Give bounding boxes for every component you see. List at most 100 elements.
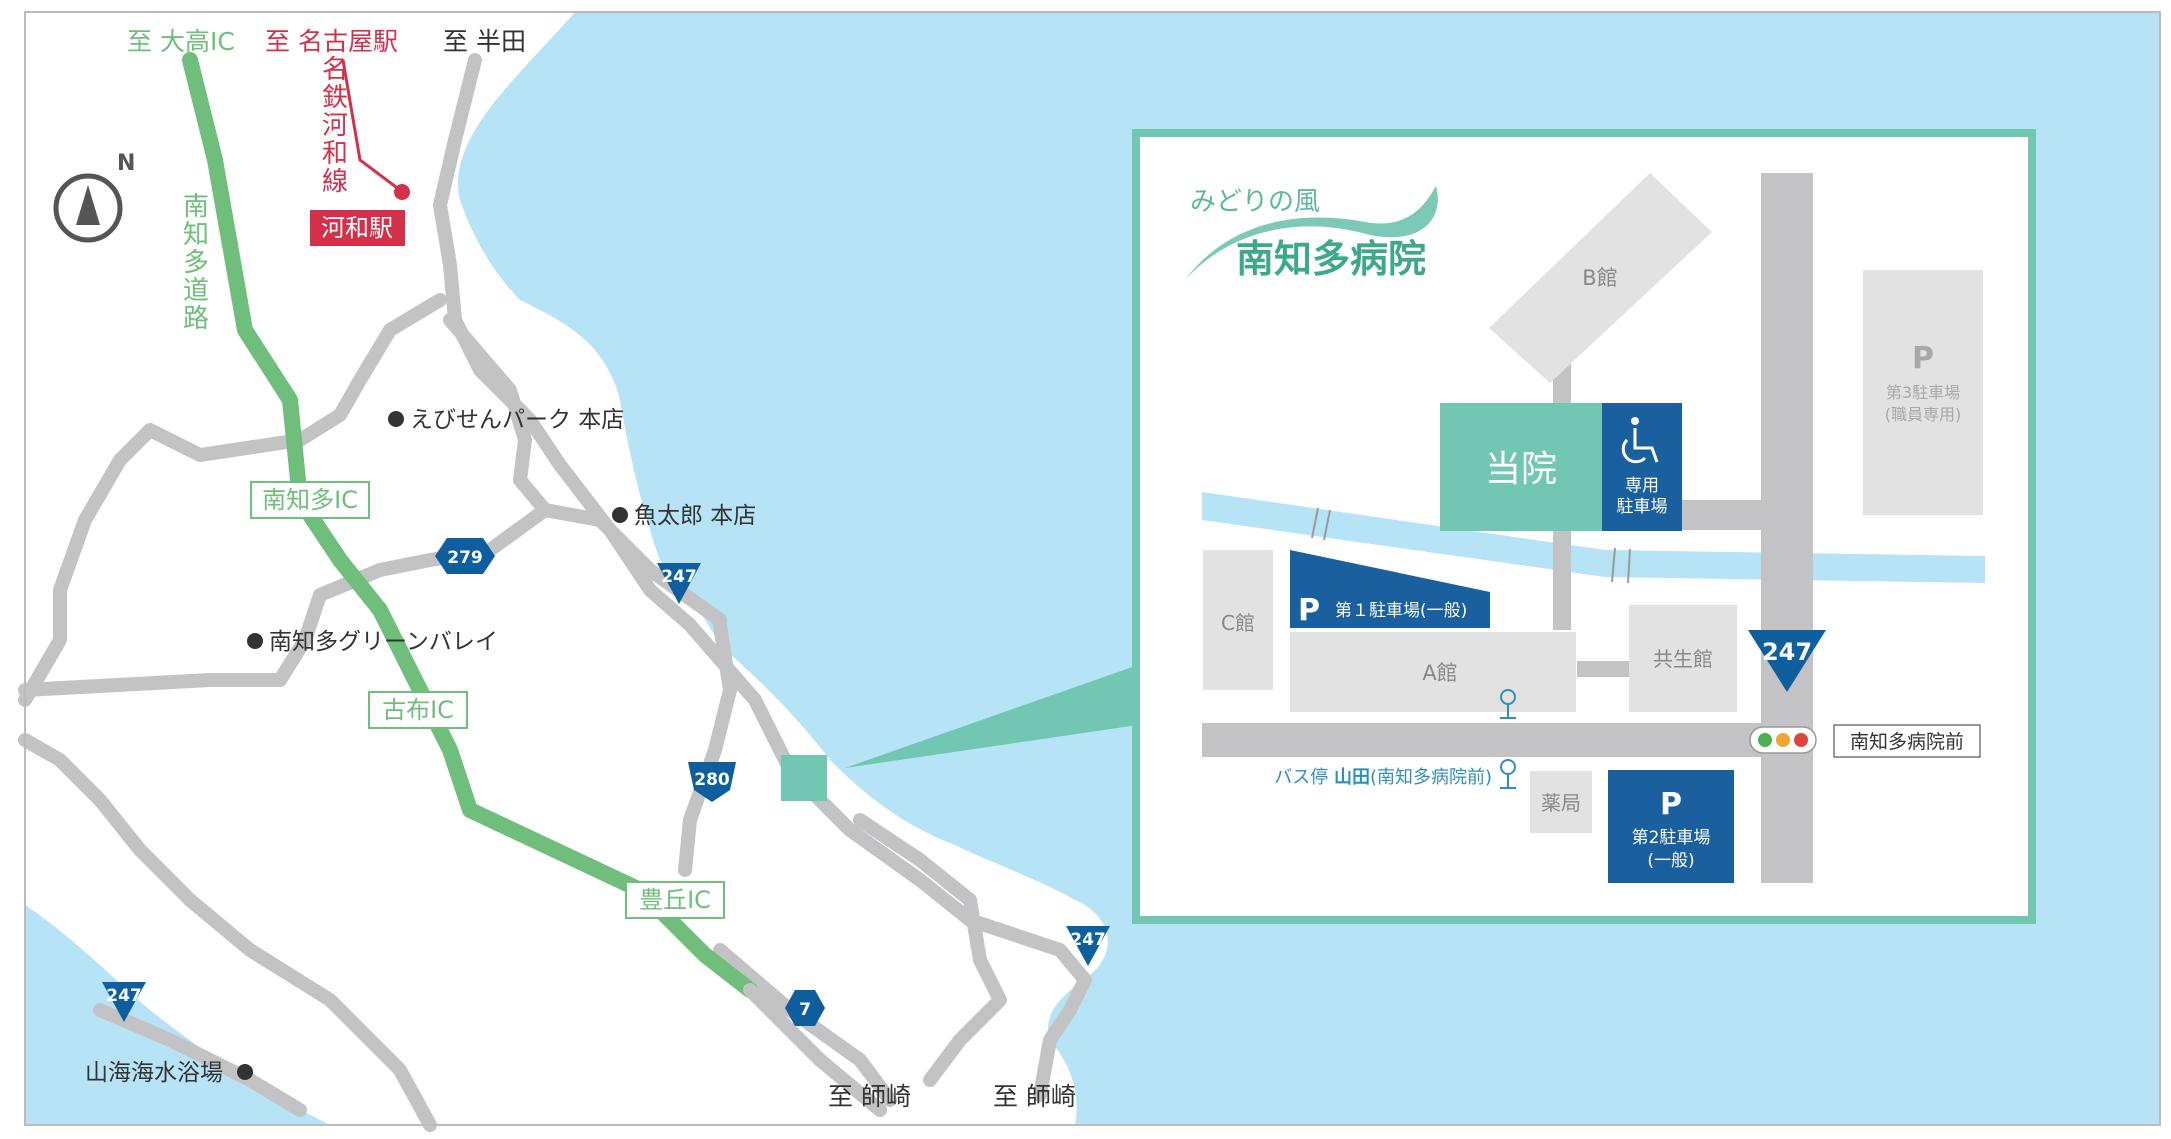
route-number: 7 xyxy=(799,1000,811,1020)
to-otaka-label: 至 大高IC xyxy=(127,27,235,56)
bus-stop-label: バス停 山田(南知多病院前) xyxy=(1274,767,1492,788)
to-nagoya-label: 至 名古屋駅 xyxy=(265,27,398,56)
bus-stop-icon xyxy=(1500,689,1516,719)
building-a xyxy=(1290,632,1576,712)
map-border xyxy=(24,11,2161,1126)
bus-stop-suffix: (南知多病院前) xyxy=(1370,767,1492,788)
parking-3-label: 第3駐車場 xyxy=(1886,383,1960,402)
bus-stop-icon xyxy=(1500,759,1516,789)
railway-name-char: 名 xyxy=(322,55,348,85)
ic-label-toyooka: 豊丘IC xyxy=(639,886,711,914)
building-b xyxy=(1489,173,1712,383)
route-shield: 247 xyxy=(102,982,146,1022)
traffic-light-red xyxy=(1794,733,1808,747)
traffic-light-green xyxy=(1758,733,1772,747)
parking-3-letter: P xyxy=(1912,341,1934,376)
inset-connector-road xyxy=(1682,500,1772,530)
to-morozaki-right-label: 至 師崎 xyxy=(993,1082,1076,1111)
place-label: 魚太郎 本店 xyxy=(634,503,756,529)
parking-3 xyxy=(1863,270,1983,515)
wheelchair-icon xyxy=(1621,417,1659,464)
ic-box xyxy=(625,881,725,919)
building-a-label: A館 xyxy=(1422,661,1457,685)
place-marker xyxy=(247,633,263,649)
building-b-label: B館 xyxy=(1582,266,1617,290)
to-morozaki-left-label: 至 師崎 xyxy=(828,1082,911,1111)
roads xyxy=(18,53,1092,1132)
parking-2 xyxy=(1608,770,1734,883)
logo-swoosh xyxy=(1185,186,1438,280)
route-shield: 7 xyxy=(785,990,825,1026)
bus-stop-name: 山田 xyxy=(1334,767,1370,788)
parking-2-label: 第2駐車場 xyxy=(1632,828,1711,848)
inset-route-number: 247 xyxy=(1762,638,1812,666)
hospital-name-sub: みどりの風 xyxy=(1190,187,1320,217)
hospital-name: 南知多病院 xyxy=(1236,237,1426,281)
railway-name-char: 河 xyxy=(322,111,348,141)
kowa-station-label: 河和駅 xyxy=(321,214,393,242)
ic-box xyxy=(368,691,468,729)
building-c-label: C館 xyxy=(1221,611,1255,635)
parking-2-sublabel: (一般) xyxy=(1647,851,1694,871)
inset-route-shield xyxy=(1748,630,1826,692)
expressway-name-char: 道 xyxy=(183,276,209,306)
this-hospital-label: 当院 xyxy=(1485,449,1557,490)
route-shield: 247 xyxy=(1066,926,1110,966)
route-number: 247 xyxy=(106,986,142,1006)
accessible-parking-sublabel: 駐車場 xyxy=(1617,497,1668,517)
route-number: 280 xyxy=(694,770,730,790)
parking-1 xyxy=(1290,550,1490,628)
expressway-name-char: 南 xyxy=(183,192,209,222)
expressway-name-char: 多 xyxy=(183,248,209,278)
railway-name-char: 和 xyxy=(322,139,348,169)
inset-pointer xyxy=(845,665,1138,768)
place-label: えびせんパーク 本店 xyxy=(410,407,624,433)
building-kyosei xyxy=(1629,605,1737,712)
to-handa-label: 至 半田 xyxy=(443,27,526,56)
route-number: 247 xyxy=(661,567,697,587)
meitetsu-kowa-line xyxy=(341,59,401,192)
hospital-location-marker xyxy=(781,755,827,801)
kowa-station-box xyxy=(310,210,405,246)
route-shield: 280 xyxy=(688,762,736,802)
expressway-name-char: 路 xyxy=(183,304,209,334)
place-label: 南知多グリーンバレイ xyxy=(269,629,498,655)
expressway-name: 南 知 多 道 路 xyxy=(183,192,217,334)
route-shield: 247 xyxy=(657,563,701,604)
place-label: 山海海水浴場 xyxy=(85,1060,223,1086)
intersection-box xyxy=(1833,724,1981,758)
expressway-gray-south xyxy=(743,983,887,1117)
hospital-inset-map: B館 C館 A館 共生館 薬局 P 第3駐車場 (職員専用) 当院 専用 駐車場… xyxy=(1132,129,2036,924)
ic-label-furu: 古布IC xyxy=(382,696,454,724)
traffic-light-yellow xyxy=(1776,733,1790,747)
bridge-marks xyxy=(1311,507,1631,584)
intersection-label: 南知多病院前 xyxy=(1850,731,1964,753)
bus-stop-prefix: バス停 xyxy=(1274,767,1334,788)
parking-1-label: 第１駐車場(一般) xyxy=(1335,601,1467,621)
route-number: 279 xyxy=(447,548,483,568)
pharmacy-label: 薬局 xyxy=(1541,791,1581,815)
inset-main-road xyxy=(1202,723,1787,757)
railway-name-char: 鉄 xyxy=(322,83,348,113)
parking-3-sublabel: (職員専用) xyxy=(1885,405,1962,424)
accessible-parking-label: 専用 xyxy=(1625,476,1659,496)
place-marker xyxy=(237,1064,253,1080)
kowa-station-marker xyxy=(394,184,410,200)
ic-box xyxy=(250,481,370,519)
ic-label-minamichita: 南知多IC xyxy=(262,486,358,514)
sea-southwest xyxy=(25,905,330,1125)
expressway-name-char: 知 xyxy=(183,220,209,250)
this-hospital xyxy=(1440,403,1602,531)
accessible-parking xyxy=(1602,403,1682,531)
north-arrow-icon: N xyxy=(53,151,135,243)
building-c xyxy=(1203,550,1273,690)
parking-2-letter: P xyxy=(1660,787,1682,822)
railway-name-char: 線 xyxy=(322,167,348,197)
parking-1-letter: P xyxy=(1298,593,1320,628)
place-marker xyxy=(388,411,404,427)
inset-walkway xyxy=(1577,661,1629,677)
place-marker xyxy=(612,507,628,523)
pharmacy xyxy=(1530,771,1592,833)
building-kyosei-label: 共生館 xyxy=(1653,647,1713,671)
